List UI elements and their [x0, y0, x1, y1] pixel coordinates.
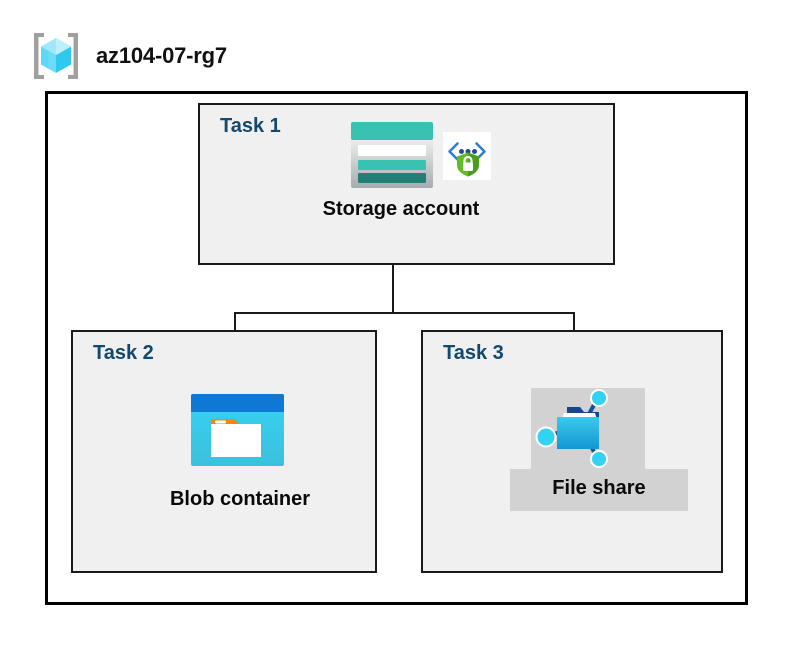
storage-account-label: Storage account — [322, 198, 480, 220]
task-2-box[interactable]: Task 2 — [71, 330, 377, 573]
task-1-label: Task 1 — [220, 115, 281, 137]
encryption-shield-icon — [443, 132, 491, 180]
blob-container-label: Blob container — [169, 488, 310, 510]
storage-account-icon — [351, 122, 433, 188]
file-share-icon — [535, 389, 608, 468]
blob-container-icon — [191, 394, 284, 466]
resource-group-header: az104-07-rg7 — [30, 28, 430, 84]
task-2-label: Task 2 — [93, 342, 154, 364]
connector-storage-down — [392, 222, 394, 314]
connector-horizontal — [234, 312, 575, 314]
storage-account-icon-group — [350, 118, 500, 190]
file-share-label: File share — [552, 477, 646, 499]
task-3-label: Task 3 — [443, 342, 504, 364]
file-share-label-highlight — [510, 469, 688, 511]
resource-group-icon — [34, 33, 78, 79]
resource-group-name: az104-07-rg7 — [96, 43, 227, 68]
